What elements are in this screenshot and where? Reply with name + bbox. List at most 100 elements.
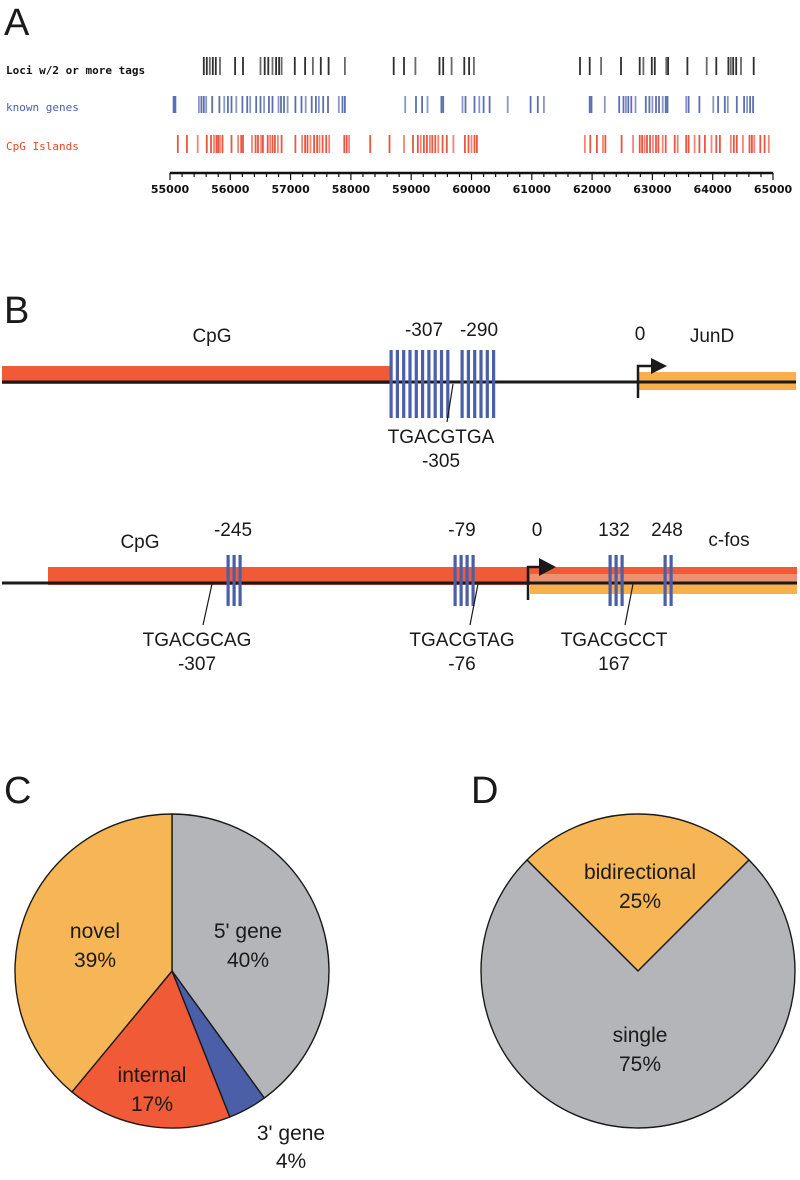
track-mark-known-genes xyxy=(603,96,606,113)
track-mark-cpg-islands xyxy=(345,135,348,153)
track-mark-loci xyxy=(234,57,236,75)
track-mark-known-genes xyxy=(227,96,229,113)
pie-d-pct-single: 75% xyxy=(619,1053,661,1076)
track-mark-known-genes xyxy=(415,96,417,113)
jund-binding-site-bar xyxy=(439,350,444,418)
pie-d-slice-single xyxy=(480,859,796,1129)
jund-binding-site-bar xyxy=(402,350,406,418)
track-mark-known-genes xyxy=(588,96,591,113)
track-mark-cpg-islands xyxy=(655,135,657,153)
track-mark-known-genes xyxy=(172,96,175,113)
jund-binding-site-bar xyxy=(485,350,489,418)
jund-binding-site-bar xyxy=(408,350,412,418)
track-mark-loci xyxy=(392,57,395,75)
jund-binding-site-bar xyxy=(421,350,425,418)
track-mark-cpg-islands xyxy=(729,135,732,153)
cfos-site-label-3: 132 xyxy=(598,520,630,541)
track-mark-cpg-islands xyxy=(698,135,701,153)
axis-tick-label: 63000 xyxy=(633,183,672,196)
cfos-site-label-4: 248 xyxy=(651,520,683,541)
track-mark-loci xyxy=(463,57,466,75)
track-mark-known-genes xyxy=(318,96,320,113)
track-mark-cpg-islands xyxy=(274,135,276,153)
track-mark-cpg-islands xyxy=(304,135,306,153)
track-mark-known-genes xyxy=(685,96,688,113)
track-mark-known-genes xyxy=(263,96,265,113)
track-mark-cpg-islands xyxy=(452,135,455,153)
track-mark-known-genes xyxy=(655,96,657,113)
track-mark-cpg-islands xyxy=(205,135,208,153)
track-mark-loci xyxy=(650,57,653,75)
track-mark-cpg-islands xyxy=(646,135,648,153)
track-mark-loci xyxy=(729,57,732,75)
cfos-binding-sites xyxy=(226,555,673,606)
track-mark-cpg-islands xyxy=(412,135,414,153)
track-mark-known-genes xyxy=(241,96,244,113)
track-marks xyxy=(172,57,770,153)
track-mark-cpg-islands xyxy=(348,135,350,153)
track-mark-known-genes xyxy=(461,96,464,113)
track-mark-cpg-islands xyxy=(257,135,259,153)
track-mark-known-genes xyxy=(249,96,252,113)
track-mark-known-genes xyxy=(625,96,627,113)
track-mark-cpg-islands xyxy=(369,135,372,153)
pie-chart-c xyxy=(14,813,330,1129)
track-mark-known-genes xyxy=(294,96,297,113)
track-mark-known-genes xyxy=(506,96,509,113)
track-mark-loci xyxy=(600,57,602,75)
pie-c-pct-internal: 17% xyxy=(131,1093,173,1116)
track-mark-known-genes xyxy=(664,96,667,113)
track-mark-known-genes xyxy=(286,96,289,113)
track-mark-cpg-islands xyxy=(213,135,215,153)
cfos-motif-leader-1 xyxy=(202,583,213,626)
track-mark-cpg-islands xyxy=(693,135,696,153)
track-mark-cpg-islands xyxy=(748,135,751,153)
track-mark-cpg-islands xyxy=(306,135,309,153)
axis-tick-label: 61000 xyxy=(513,183,552,196)
track-mark-known-genes xyxy=(280,96,282,113)
track-mark-known-genes xyxy=(200,96,203,113)
jund-binding-site-bar xyxy=(427,350,431,418)
track-mark-known-genes xyxy=(271,96,274,113)
track-mark-loci xyxy=(271,57,274,75)
track-mark-known-genes xyxy=(630,96,633,113)
track-mark-cpg-islands xyxy=(715,135,718,153)
track-mark-cpg-islands xyxy=(476,135,478,153)
track-mark-known-genes xyxy=(618,96,621,113)
track-label-cpg-islands: CpG Islands xyxy=(6,140,79,153)
track-mark-known-genes xyxy=(426,96,429,113)
jund-binding-site-bar xyxy=(466,350,470,418)
track-mark-loci xyxy=(278,57,280,75)
jund-site-label-2: -290 xyxy=(460,320,498,341)
cfos-binding-site-bar xyxy=(459,555,463,606)
track-mark-known-genes xyxy=(717,96,719,113)
track-mark-cpg-islands xyxy=(262,135,264,153)
track-mark-loci xyxy=(214,57,217,75)
track-mark-cpg-islands xyxy=(638,135,641,153)
track-mark-loci xyxy=(344,57,346,75)
track-mark-cpg-islands xyxy=(388,135,391,153)
track-label-known-genes: known genes xyxy=(6,101,79,114)
cfos-gene-label: c-fos xyxy=(708,530,749,551)
cfos-motif-leader-2 xyxy=(469,583,479,626)
track-mark-known-genes xyxy=(310,96,313,113)
panel-letter-d: D xyxy=(471,770,499,812)
axis-tick-label: 55000 xyxy=(151,183,190,196)
track-mark-loci xyxy=(727,57,730,75)
track-mark-loci xyxy=(267,57,270,75)
track-mark-loci xyxy=(667,57,669,75)
track-mark-cpg-islands xyxy=(657,135,660,153)
track-mark-loci xyxy=(208,57,211,75)
track-mark-cpg-islands xyxy=(186,135,188,153)
track-mark-cpg-islands xyxy=(632,135,634,153)
track-mark-known-genes xyxy=(488,96,491,113)
track-mark-cpg-islands xyxy=(735,135,738,153)
jund-binding-site-bar xyxy=(460,350,464,418)
jund-gene-label: JunD xyxy=(690,326,734,347)
track-mark-known-genes xyxy=(746,96,748,113)
track-mark-cpg-islands xyxy=(687,135,690,153)
track-mark-cpg-islands xyxy=(240,135,243,153)
cfos-motif-seq-2: TGACGTAG xyxy=(409,630,514,651)
track-mark-cpg-islands xyxy=(215,135,218,153)
track-mark-known-genes xyxy=(661,96,664,113)
